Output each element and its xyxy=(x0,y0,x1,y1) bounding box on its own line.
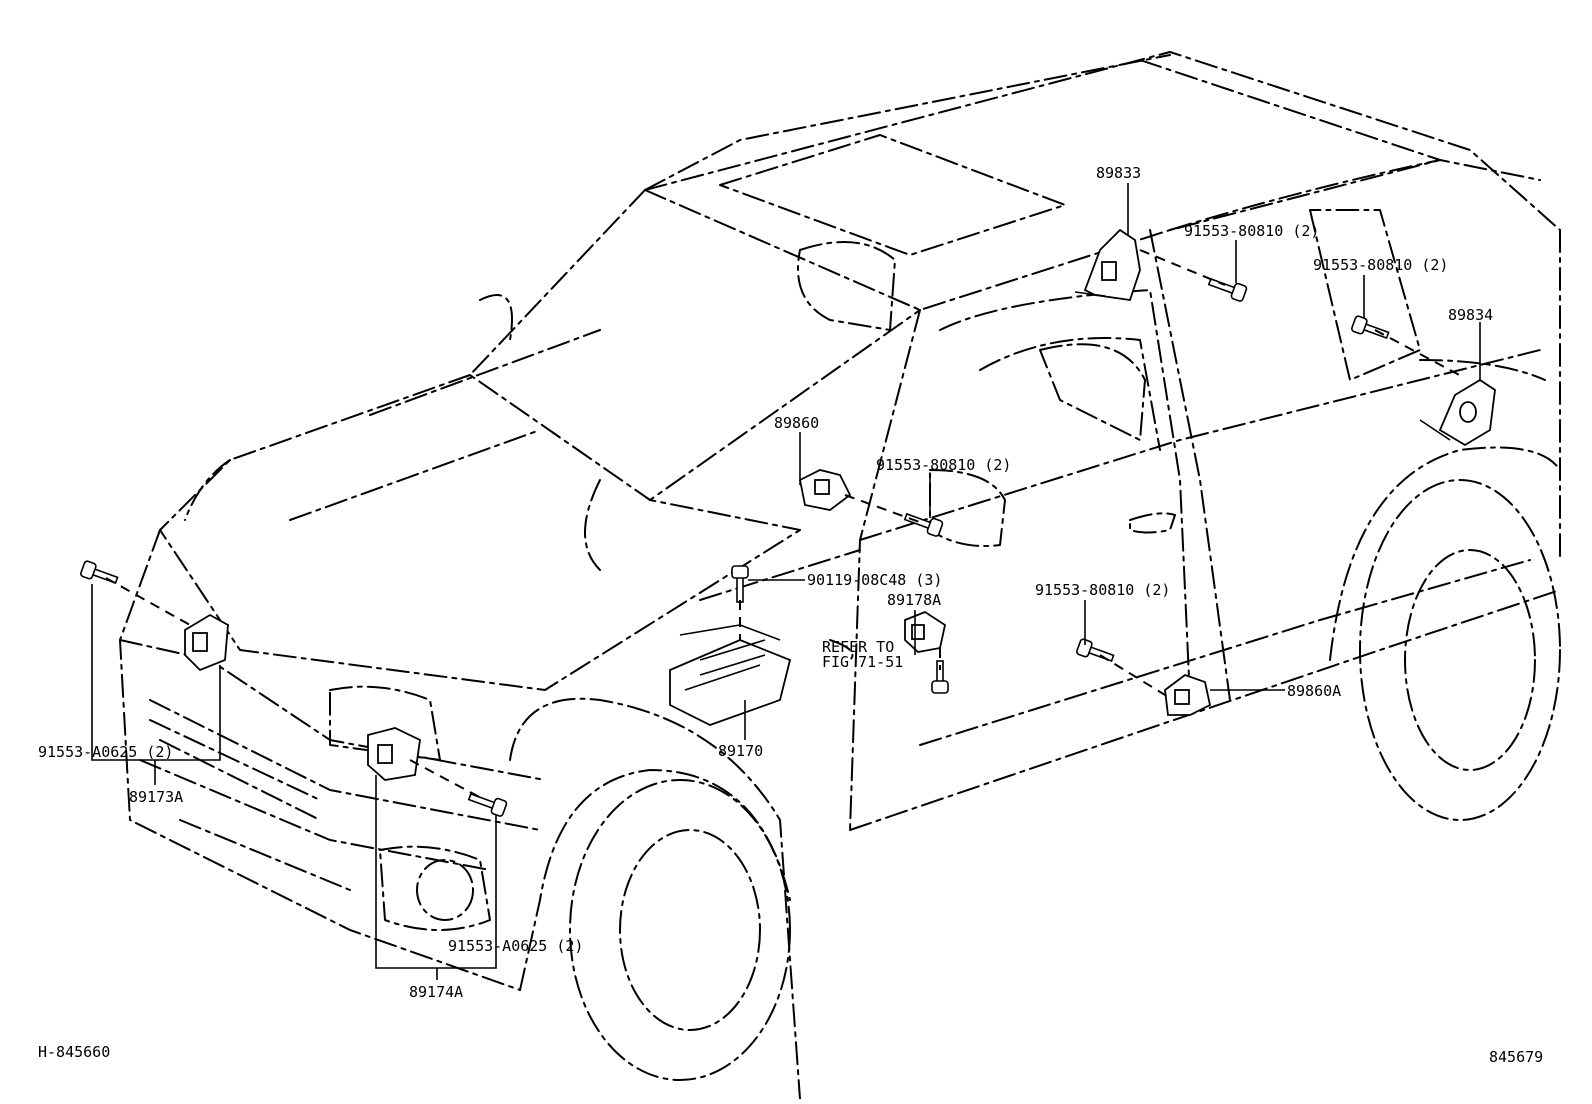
part-89173A-sensor xyxy=(184,613,229,672)
part-89170-airbag-ecu xyxy=(669,624,792,726)
leader-lines xyxy=(91,183,1481,980)
part-89174A-sensor xyxy=(367,727,421,781)
label-89173A: 89173A xyxy=(129,788,183,806)
label-bolt-low: 91553-80810 (2) xyxy=(1035,581,1170,599)
label-89178A: 89178A xyxy=(887,591,941,609)
ref-left: H-845660 xyxy=(38,1043,110,1061)
label-89860A: 89860A xyxy=(1287,682,1341,700)
label-89174A: 89174A xyxy=(409,983,463,1001)
vehicle-body xyxy=(119,51,1561,1100)
callout-labels: 89833 91553-80810 (2) 91553-80810 (2) 89… xyxy=(38,164,1543,1066)
label-89170: 89170 xyxy=(718,742,763,760)
label-bolt-mid: 91553-80810 (2) xyxy=(876,456,1011,474)
part-89860A-sensor xyxy=(1164,673,1212,716)
label-89860: 89860 xyxy=(774,414,819,432)
label-89834: 89834 xyxy=(1448,306,1493,324)
part-89860-sensor xyxy=(798,469,852,511)
bolt-icon xyxy=(80,277,1390,817)
label-bolt-top1: 91553-80810 (2) xyxy=(1184,222,1319,240)
part-89178A-sensor xyxy=(904,610,947,653)
label-refer-line1: REFER TO xyxy=(822,638,894,656)
label-bolt-top2: 91553-80810 (2) xyxy=(1313,256,1448,274)
ref-right: 845679 xyxy=(1489,1048,1543,1066)
label-refer-line2: FIG 71-51 xyxy=(822,653,903,671)
label-89833: 89833 xyxy=(1096,164,1141,182)
label-90119: 90119-08C48 (3) xyxy=(807,571,942,589)
part-89833-sensor xyxy=(1074,228,1141,301)
label-bolt-a0625-left: 91553-A0625 (2) xyxy=(38,743,173,761)
label-bolt-a0625-bottom: 91553-A0625 (2) xyxy=(448,937,583,955)
part-89834-sensor xyxy=(1419,378,1496,447)
